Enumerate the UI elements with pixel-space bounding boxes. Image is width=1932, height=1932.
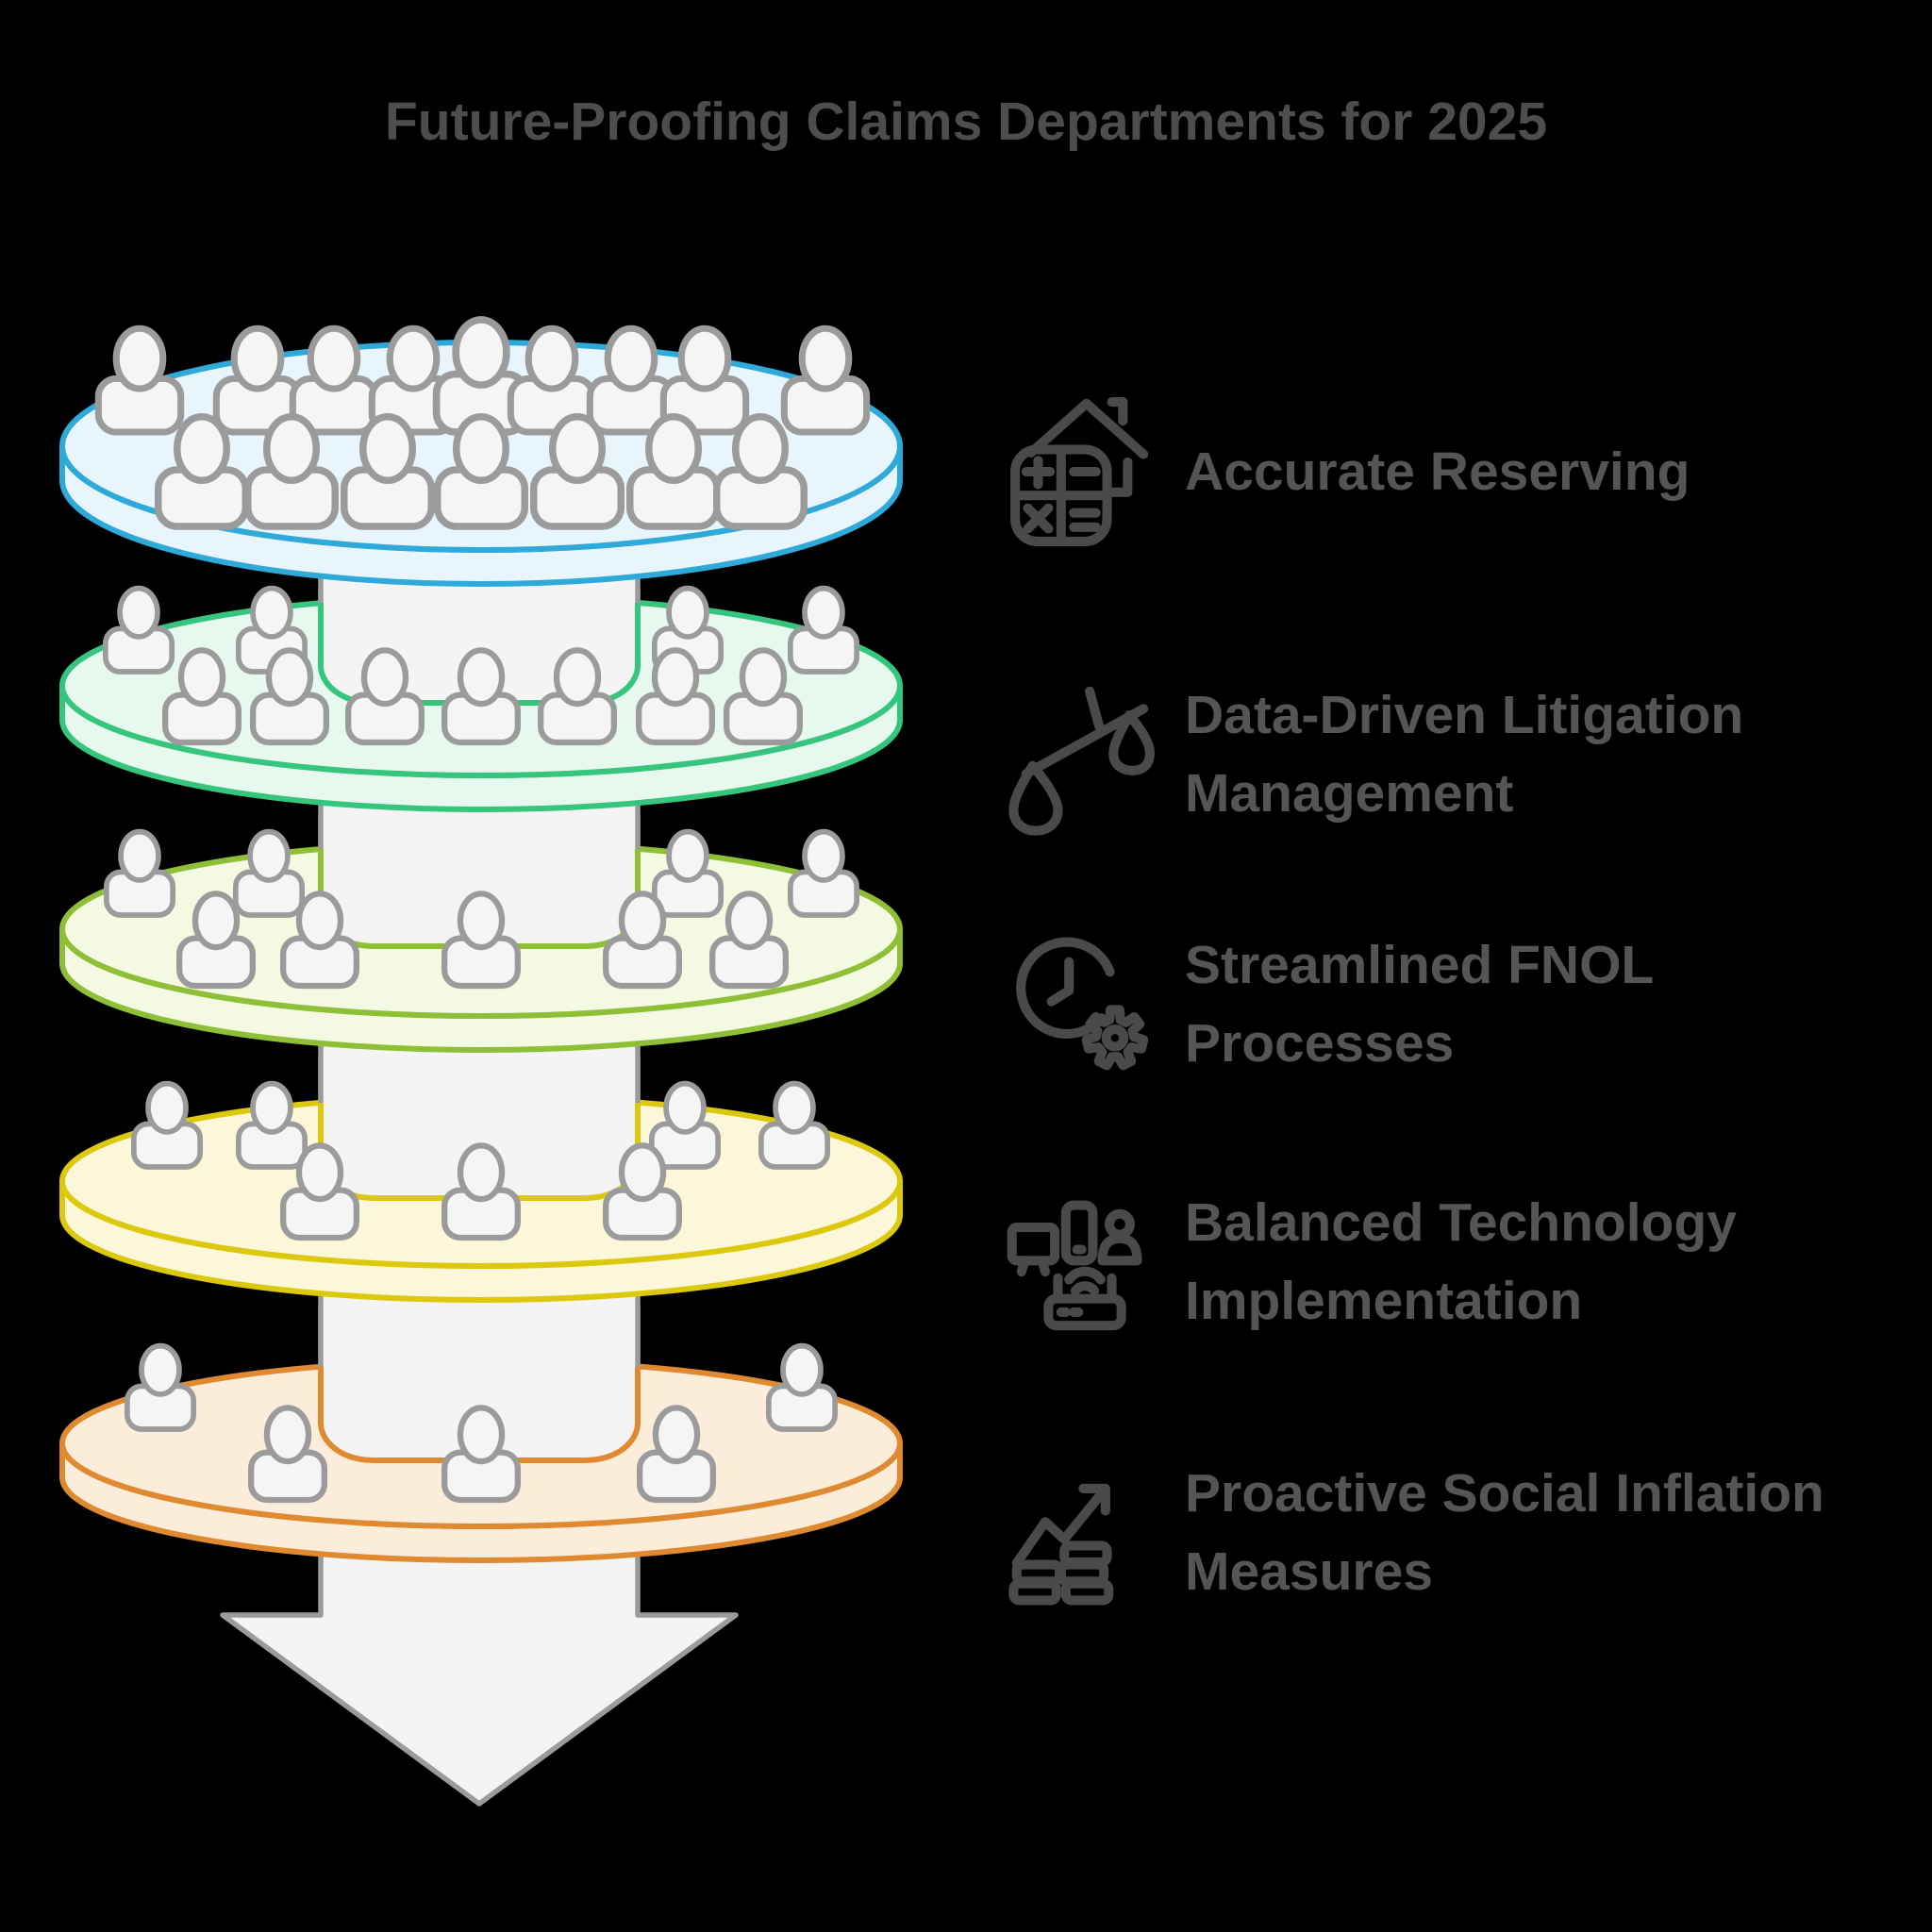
list-item-proactive-social-inflation: Proactive Social Inflation Measures xyxy=(1006,1429,1892,1637)
person-icon xyxy=(603,891,682,990)
person-icon xyxy=(235,1080,308,1170)
person-icon xyxy=(780,325,871,436)
funnel-layer-5-bottom xyxy=(59,1306,903,1563)
list-item-streamlined-fnol: Streamlined FNOL Processes xyxy=(1006,901,1892,1108)
funnel-layer-4 xyxy=(59,1056,903,1303)
person-icon xyxy=(232,828,306,918)
person-icon xyxy=(724,647,803,746)
person-icon xyxy=(124,1342,197,1432)
devices-network-icon xyxy=(1006,1173,1164,1352)
person-icon xyxy=(586,325,676,436)
clock-gear-icon xyxy=(1006,915,1164,1094)
person-icon xyxy=(713,413,808,530)
person-icon xyxy=(250,647,329,746)
person-icon xyxy=(787,828,860,918)
person-icon xyxy=(530,413,625,530)
person-icon xyxy=(637,1405,716,1504)
person-icon xyxy=(441,647,521,746)
person-icon xyxy=(280,891,359,990)
person-icon xyxy=(626,413,721,530)
person-icon xyxy=(280,1142,359,1241)
person-icon xyxy=(345,647,425,746)
page-title: Future-Proofing Claims Departments for 2… xyxy=(384,92,1548,152)
growth-chart-coins-icon xyxy=(1006,1443,1164,1623)
person-icon xyxy=(651,828,724,918)
funnel-layer-3 xyxy=(59,815,903,1053)
person-icon xyxy=(441,1142,521,1241)
person-icon xyxy=(130,1080,204,1170)
person-icon xyxy=(603,1142,682,1241)
list-item-label: Streamlined FNOL Processes xyxy=(1185,935,1654,1074)
list-item-data-driven-litigation: Data-Driven Litigation Management xyxy=(1006,651,1892,858)
person-icon xyxy=(636,647,715,746)
balance-scales-icon xyxy=(1006,665,1164,844)
person-icon xyxy=(341,413,435,530)
person-icon xyxy=(648,1080,722,1170)
person-icon xyxy=(155,413,249,530)
funnel-layer-2 xyxy=(59,585,903,812)
list-item-label: Data-Driven Litigation Management xyxy=(1185,685,1744,824)
person-icon xyxy=(765,1342,839,1432)
list-item-label: Balanced Technology Implementation xyxy=(1185,1192,1737,1331)
person-icon xyxy=(103,828,176,918)
person-icon xyxy=(94,325,185,436)
person-icon xyxy=(441,1405,521,1504)
person-icon xyxy=(709,891,789,990)
person-icon xyxy=(176,891,256,990)
list-item-accurate-reserving: Accurate Reserving xyxy=(1006,368,1892,575)
person-icon xyxy=(538,647,617,746)
person-icon xyxy=(248,1405,327,1504)
list-item-label: Accurate Reserving xyxy=(1185,441,1690,502)
person-icon xyxy=(244,413,339,530)
person-icon xyxy=(441,891,521,990)
person-icon xyxy=(102,585,175,675)
list-item-balanced-technology: Balanced Technology Implementation xyxy=(1006,1158,1892,1366)
calculator-house-icon xyxy=(1006,382,1164,561)
list-item-label: Proactive Social Inflation Measures xyxy=(1185,1463,1824,1602)
person-icon xyxy=(787,585,860,675)
person-icon xyxy=(434,413,528,530)
person-icon xyxy=(758,1080,831,1170)
funnel-layer-1-top xyxy=(59,316,903,587)
person-icon xyxy=(162,647,242,746)
